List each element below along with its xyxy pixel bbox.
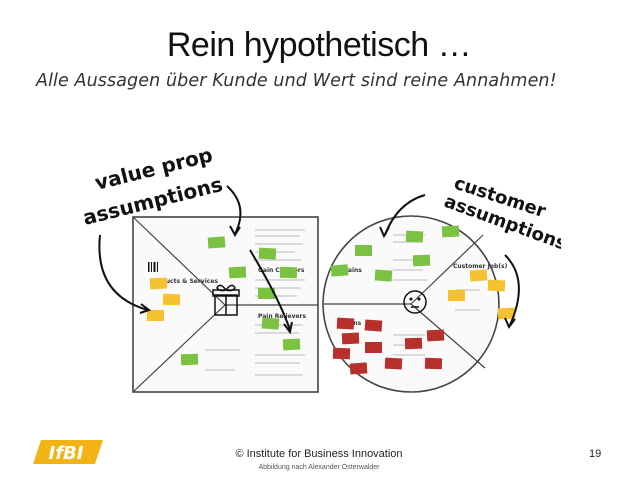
page-number: 19: [589, 448, 602, 460]
footer-copyright: © Institute for Business Innovation: [235, 448, 403, 460]
slide-subtitle: Alle Aussagen über Kunde und Wert sind r…: [36, 71, 557, 91]
canvas-drawing: Products & Services Gain Creators Pain R…: [80, 142, 569, 393]
value-proposition-canvas-image: Products & Services Gain Creators Pain R…: [75, 140, 569, 402]
section-label-pain-relievers: Pain Relievers: [258, 313, 307, 320]
annotation-arrows: [98, 185, 520, 335]
section-label-gains: Gains: [343, 267, 362, 274]
footer-credit: Abbildung nach Alexander Osterwalder: [258, 464, 380, 471]
red-sticky-notes: [332, 317, 445, 375]
svg-text:IfBI: IfBI: [49, 443, 84, 464]
slide-title: Rein hypothetisch …: [166, 26, 472, 64]
yellow-sticky-notes: [147, 269, 516, 321]
section-label-products: Products & Services: [150, 278, 218, 285]
section-label-customer-jobs: Customer Job(s): [453, 263, 508, 270]
green-sticky-notes: [180, 225, 460, 366]
face-icon: [403, 290, 427, 314]
gift-icon: [212, 284, 240, 316]
ifbi-logo: IfBI: [33, 440, 103, 464]
barcode-icon: [148, 262, 158, 272]
